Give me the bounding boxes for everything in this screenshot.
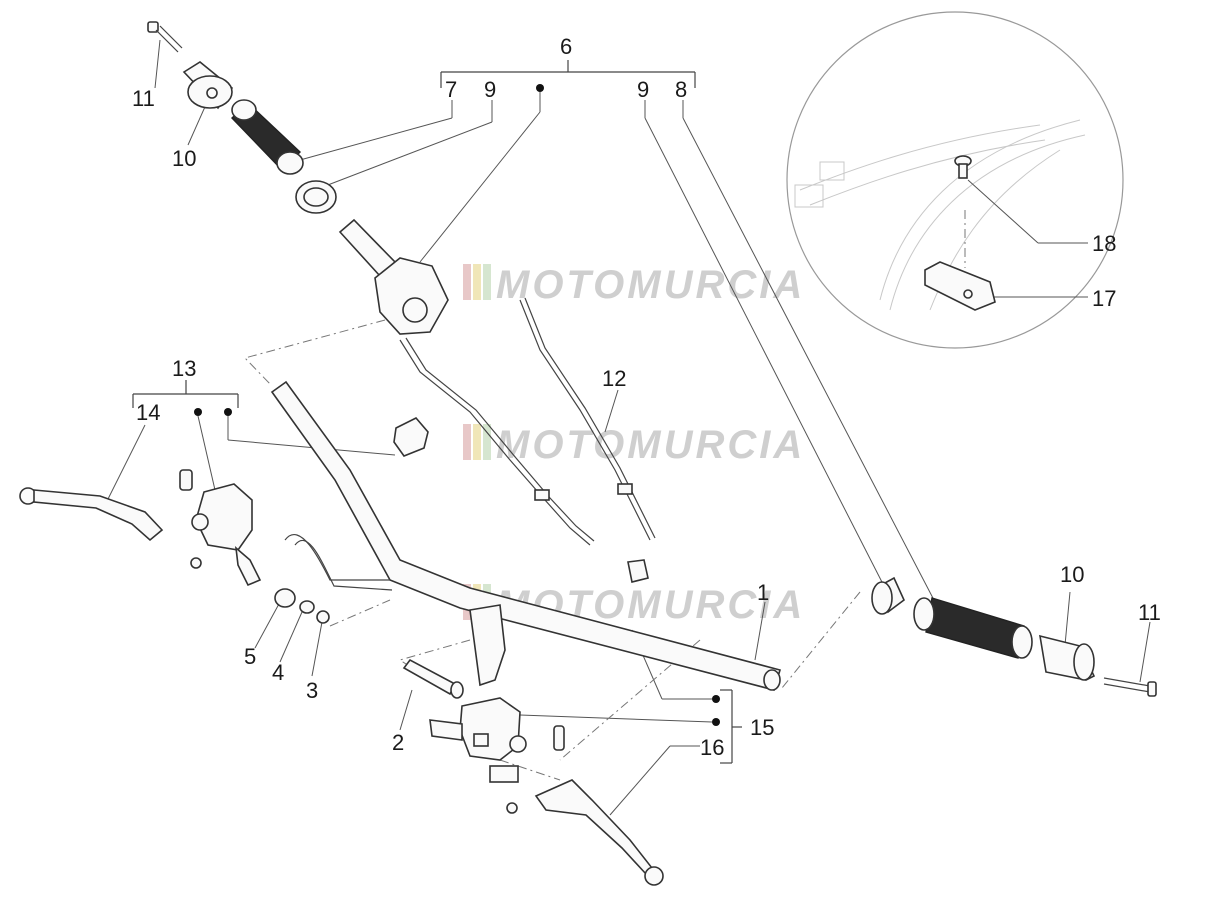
clip-17 xyxy=(924,261,996,311)
label-8: 8 xyxy=(675,77,687,102)
bar-end-weight-10-upper xyxy=(182,61,234,110)
leader-lines xyxy=(104,39,1151,816)
watermark-text: MOTOMURCIA xyxy=(496,263,805,307)
watermark-text: MOTOMURCIA xyxy=(496,423,805,467)
ring-9 xyxy=(295,180,337,214)
bracket-15 xyxy=(712,689,742,764)
label-9b: 9 xyxy=(637,77,649,102)
label-17: 17 xyxy=(1092,286,1116,311)
label-9a: 9 xyxy=(484,77,496,102)
switch-housing xyxy=(374,257,449,335)
bolt-2 xyxy=(402,658,464,699)
bar-end-weight-10-lower xyxy=(1039,634,1096,681)
label-3: 3 xyxy=(306,678,318,703)
master-cylinder-right xyxy=(429,697,565,814)
label-10b: 10 xyxy=(1060,562,1084,587)
label-16: 16 xyxy=(700,735,724,760)
label-11a: 11 xyxy=(132,86,155,111)
grip-7 xyxy=(231,99,304,175)
label-11b: 11 xyxy=(1138,600,1161,625)
label-15: 15 xyxy=(750,715,774,740)
label-12: 12 xyxy=(602,366,626,391)
label-2: 2 xyxy=(392,730,404,755)
label-5: 5 xyxy=(244,644,256,669)
label-18: 18 xyxy=(1092,231,1116,256)
watermark-middle: MOTOMURCIA xyxy=(463,423,805,467)
label-7: 7 xyxy=(445,77,457,102)
bolt-11-upper xyxy=(147,21,183,53)
grip-8 xyxy=(913,597,1033,659)
label-4: 4 xyxy=(272,660,284,685)
bolt-11-lower xyxy=(1103,677,1157,697)
master-cylinder-left xyxy=(179,469,262,587)
handlebar-1 xyxy=(270,380,782,691)
watermark-top: MOTOMURCIA xyxy=(463,263,805,307)
brake-lever-16 xyxy=(534,779,664,886)
screw-18 xyxy=(954,155,972,179)
label-13: 13 xyxy=(172,356,196,381)
washers-3-4-5 xyxy=(274,588,330,624)
label-6: 6 xyxy=(560,34,572,59)
label-1: 1 xyxy=(757,580,769,605)
brake-lever-14 xyxy=(19,487,164,542)
ring-9-right xyxy=(871,576,905,615)
label-14: 14 xyxy=(136,400,160,425)
cables-12 xyxy=(399,297,656,546)
bracket-6 xyxy=(440,60,696,92)
bracket-13 xyxy=(132,380,239,416)
label-10a: 10 xyxy=(172,146,196,171)
